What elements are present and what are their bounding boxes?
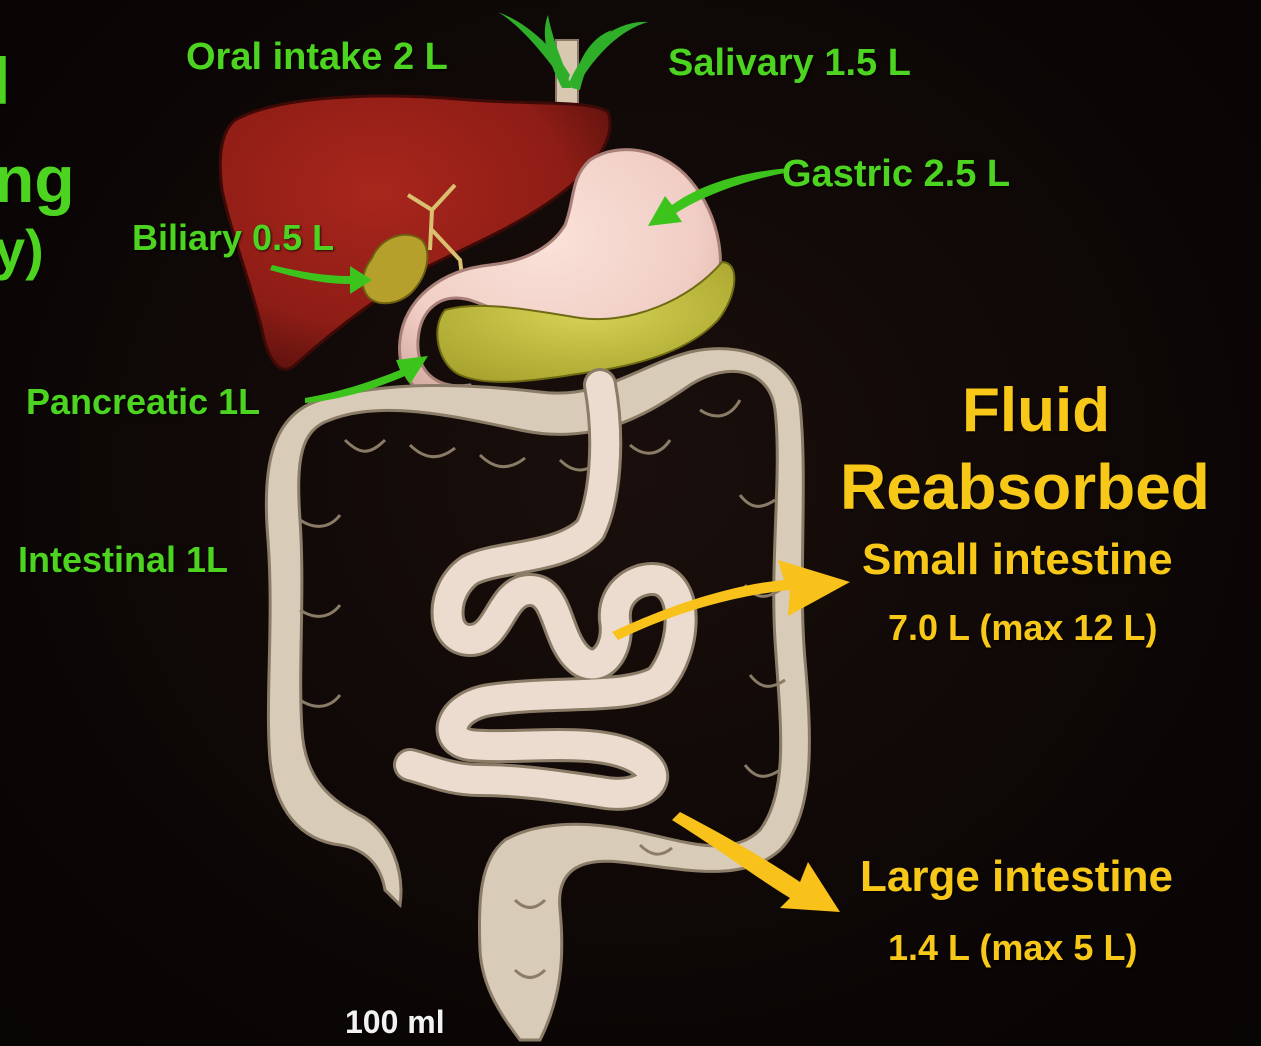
stool-output-label: 100 ml (345, 1006, 445, 1038)
fluid-title: Fluid (962, 380, 1110, 442)
pancreatic-label: Pancreatic 1L (26, 384, 260, 420)
title-fragment-2: ng (0, 146, 75, 212)
large-intestine-value: 1.4 L (max 5 L) (888, 930, 1137, 966)
gastric-label: Gastric 2.5 L (782, 155, 1010, 193)
reabsorbed-title: Reabsorbed (840, 455, 1210, 519)
salivary-label: Salivary 1.5 L (668, 44, 911, 82)
intestinal-label: Intestinal 1L (18, 542, 228, 578)
title-fragment-1: l (0, 48, 10, 114)
oral-intake-label: Oral intake 2 L (186, 38, 448, 76)
small-intestine-value: 7.0 L (max 12 L) (888, 610, 1157, 646)
large-intestine-label: Large intestine (860, 855, 1173, 899)
small-intestine-label: Small intestine (862, 538, 1173, 582)
title-fragment-3: y) (0, 222, 44, 278)
small-intestine-inner (410, 385, 681, 794)
biliary-label: Biliary 0.5 L (132, 220, 334, 256)
